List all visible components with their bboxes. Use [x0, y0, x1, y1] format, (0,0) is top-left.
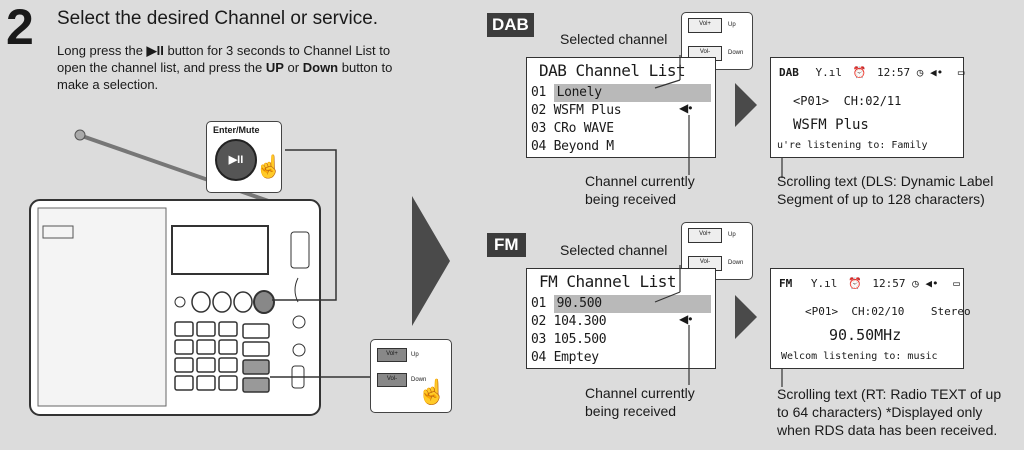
dab-channel-row[interactable]: 03 CRo WAVE: [531, 121, 614, 136]
battery-icon: ▭: [953, 277, 960, 290]
channel-index: CH:02/10: [851, 305, 905, 318]
big-arrow-icon: [412, 196, 450, 326]
fm-channel-row[interactable]: 02 104.300: [531, 314, 607, 329]
fm-channel-row[interactable]: 03 105.500: [531, 332, 607, 347]
speaker-icon: ◀•: [679, 101, 693, 115]
dab-channel-list-screen: DAB Channel List 01 Lonely 02 WSFM Plus …: [526, 57, 716, 158]
fm-updown-callout: Vol+ Up Vol- Down: [681, 222, 753, 280]
dab-selected-caption: Selected channel: [560, 31, 668, 47]
vol-down-button[interactable]: Vol-: [377, 373, 407, 387]
enter-mute-callout: Enter/Mute ▶II ☝: [206, 121, 282, 193]
channel-index: CH:02/11: [843, 94, 902, 108]
speaker-icon: ◀•: [929, 66, 944, 79]
fm-arrow-icon: [735, 295, 757, 339]
signal-icon: Y.ıl: [810, 277, 838, 290]
scroll-text: Welcom listening to: music: [781, 351, 938, 362]
fm-tag: FM: [487, 233, 526, 257]
fm-leader-lines: [654, 265, 690, 385]
step-title: Select the desired Channel or service.: [57, 8, 379, 29]
vol-up-physical-button: [242, 359, 270, 375]
fm-vol-up-button[interactable]: Vol+: [688, 228, 722, 243]
fm-selected-caption: Selected channel: [560, 242, 668, 258]
vol-callout: Vol+ Up Vol- Down ☝: [370, 339, 452, 413]
vol-down-physical-button: [242, 377, 270, 393]
down-label: Down: [728, 260, 744, 266]
up-label: Up: [411, 352, 419, 358]
station-name: WSFM Plus: [793, 117, 869, 133]
down-label: Down: [728, 50, 744, 56]
alarm-icon: ⏰: [852, 66, 867, 79]
fm-channel-row[interactable]: 01 90.500: [531, 295, 711, 313]
dab-playing-screen: DAB Y.ıl ⏰ 12:57 ◷ ◀• ▭ <P01> CH:02/11 W…: [770, 57, 964, 158]
dab-mode: DAB: [779, 66, 799, 79]
radio-display: [171, 225, 269, 275]
timer-icon: ◷: [916, 66, 924, 79]
fm-mode: FM: [779, 277, 793, 290]
alarm-icon: ⏰: [848, 277, 862, 290]
dab-leader-lines: [654, 55, 690, 175]
hand-pointer-icon: ☝: [255, 154, 283, 179]
scroll-text: u're listening to: Family: [777, 140, 928, 151]
dab-arrow-icon: [735, 83, 757, 127]
play-pause-glyph: ▶II: [146, 43, 164, 58]
fm-playing-screen: FM Y.ıl ⏰ 12:57 ◷ ◀• ▭ <P01> CH:02/10 St…: [770, 268, 971, 369]
preset: <P01>: [805, 305, 839, 318]
fm-list-title: FM Channel List: [539, 272, 677, 291]
up-label: Up: [728, 232, 736, 238]
clock-time: 12:57: [872, 277, 906, 290]
fm-channel-list-screen: FM Channel List 01 90.500 02 104.300 03 …: [526, 268, 716, 369]
dab-vol-up-button[interactable]: Vol+: [688, 18, 722, 33]
step-description: Long press the ▶II button for 3 seconds …: [57, 43, 393, 92]
step-number: 2: [6, 0, 34, 55]
dab-channel-row[interactable]: 02 WSFM Plus: [531, 103, 622, 118]
speaker-icon: ◀•: [679, 312, 693, 326]
play-pause-button[interactable]: ▶II: [215, 139, 257, 181]
stereo-indicator: Stereo: [930, 305, 971, 318]
preset: <P01>: [793, 94, 830, 108]
timer-icon: ◷: [912, 277, 919, 290]
enter-mute-label: Enter/Mute: [213, 125, 260, 135]
battery-icon: ▭: [957, 66, 965, 79]
antenna-tip: [74, 129, 86, 141]
speaker-icon: ◀•: [925, 277, 939, 290]
enter-mute-physical-button: [253, 290, 275, 314]
dab-channel-row[interactable]: 01 Lonely: [531, 84, 711, 102]
radio-logo: [42, 225, 74, 239]
signal-icon: Y.ıl: [815, 66, 843, 79]
fm-channel-row[interactable]: 04 Emptey: [531, 350, 599, 365]
speaker-panel: [37, 207, 167, 407]
down-label: Down: [411, 377, 427, 383]
up-label: Up: [728, 22, 736, 28]
dab-tag: DAB: [487, 13, 534, 37]
frequency: 90.50MHz: [829, 326, 902, 344]
dab-list-title: DAB Channel List: [539, 61, 686, 80]
dab-channel-row[interactable]: 04 Beyond M: [531, 139, 614, 154]
radio-illustration: [29, 129, 370, 416]
clock-time: 12:57: [876, 66, 911, 79]
hand-pointer-icon: ☝: [417, 379, 447, 406]
vol-up-button[interactable]: Vol+: [377, 348, 407, 362]
